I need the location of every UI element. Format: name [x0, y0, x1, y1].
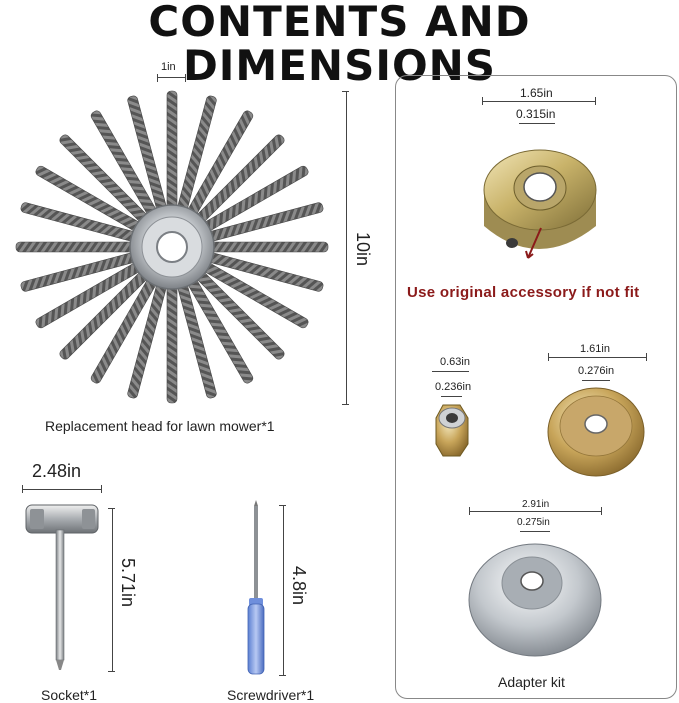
- adapter-kit-caption: Adapter kit: [498, 674, 565, 690]
- head-width-line: [157, 77, 185, 78]
- bristle-bundle: [35, 165, 141, 232]
- bristle-bundle: [166, 90, 178, 210]
- bristle-bundle: [203, 262, 309, 329]
- screwdriver-caption: Screwdriver*1: [227, 687, 315, 703]
- head-caption: Replacement head for lawn mower*1: [45, 418, 275, 434]
- bristle-bundle: [177, 283, 217, 399]
- bristle-bundle: [127, 95, 167, 211]
- page-title: CONTENTS AND DIMENSIONS: [148, 0, 531, 90]
- bristle-bundle: [59, 134, 148, 223]
- socket-width-line: [22, 489, 101, 490]
- nut-outer-label: 0.63in: [440, 356, 470, 368]
- screwdriver-height-label: 4.8in: [289, 566, 309, 606]
- washer-inner-label: 0.276in: [578, 365, 615, 377]
- bristle-bundle: [15, 241, 135, 253]
- bristle-bundle: [208, 202, 324, 242]
- bristle-bundle: [187, 110, 254, 216]
- bristle-bundle: [203, 165, 309, 232]
- socket-caption: Socket*1: [41, 687, 98, 703]
- nut-inner-label: 0.236in: [435, 381, 472, 393]
- fit-warning: Use original accessory if not fit: [407, 284, 640, 301]
- screwdriver-height-line: [283, 505, 284, 675]
- collar-inner-label: 0.315in: [516, 107, 556, 121]
- head-height-line: [346, 91, 347, 404]
- bristle-bundle: [127, 283, 167, 399]
- collar-outer-label: 1.65in: [520, 86, 553, 100]
- bristle-bundle: [20, 202, 136, 242]
- head-width-label: 1in: [161, 61, 176, 73]
- bristle-bundle: [196, 134, 285, 223]
- bristle-bundle: [187, 278, 254, 384]
- bristle-bundle: [208, 252, 324, 292]
- bristle-bundle: [196, 271, 285, 360]
- adapter-kit-panel: [395, 75, 677, 699]
- cup-inner-label: 0.275in: [517, 517, 550, 528]
- bristle-bundle: [90, 110, 157, 216]
- socket-height-label: 5.71in: [118, 558, 138, 608]
- bristle-bundle: [90, 278, 157, 384]
- socket-width-label: 2.48in: [32, 461, 82, 481]
- cup-outer-label: 2.91in: [522, 499, 550, 510]
- socket-height-line: [112, 508, 113, 671]
- bristle-bundle: [20, 252, 136, 292]
- bristle-bundle: [35, 262, 141, 329]
- head-height-label: 10in: [353, 232, 373, 267]
- washer-outer-label: 1.61in: [580, 343, 610, 355]
- bristle-bundle: [166, 284, 178, 404]
- bristle-bundle: [59, 271, 148, 360]
- bristle-bundle: [177, 95, 217, 211]
- bristle-bundle: [209, 241, 329, 253]
